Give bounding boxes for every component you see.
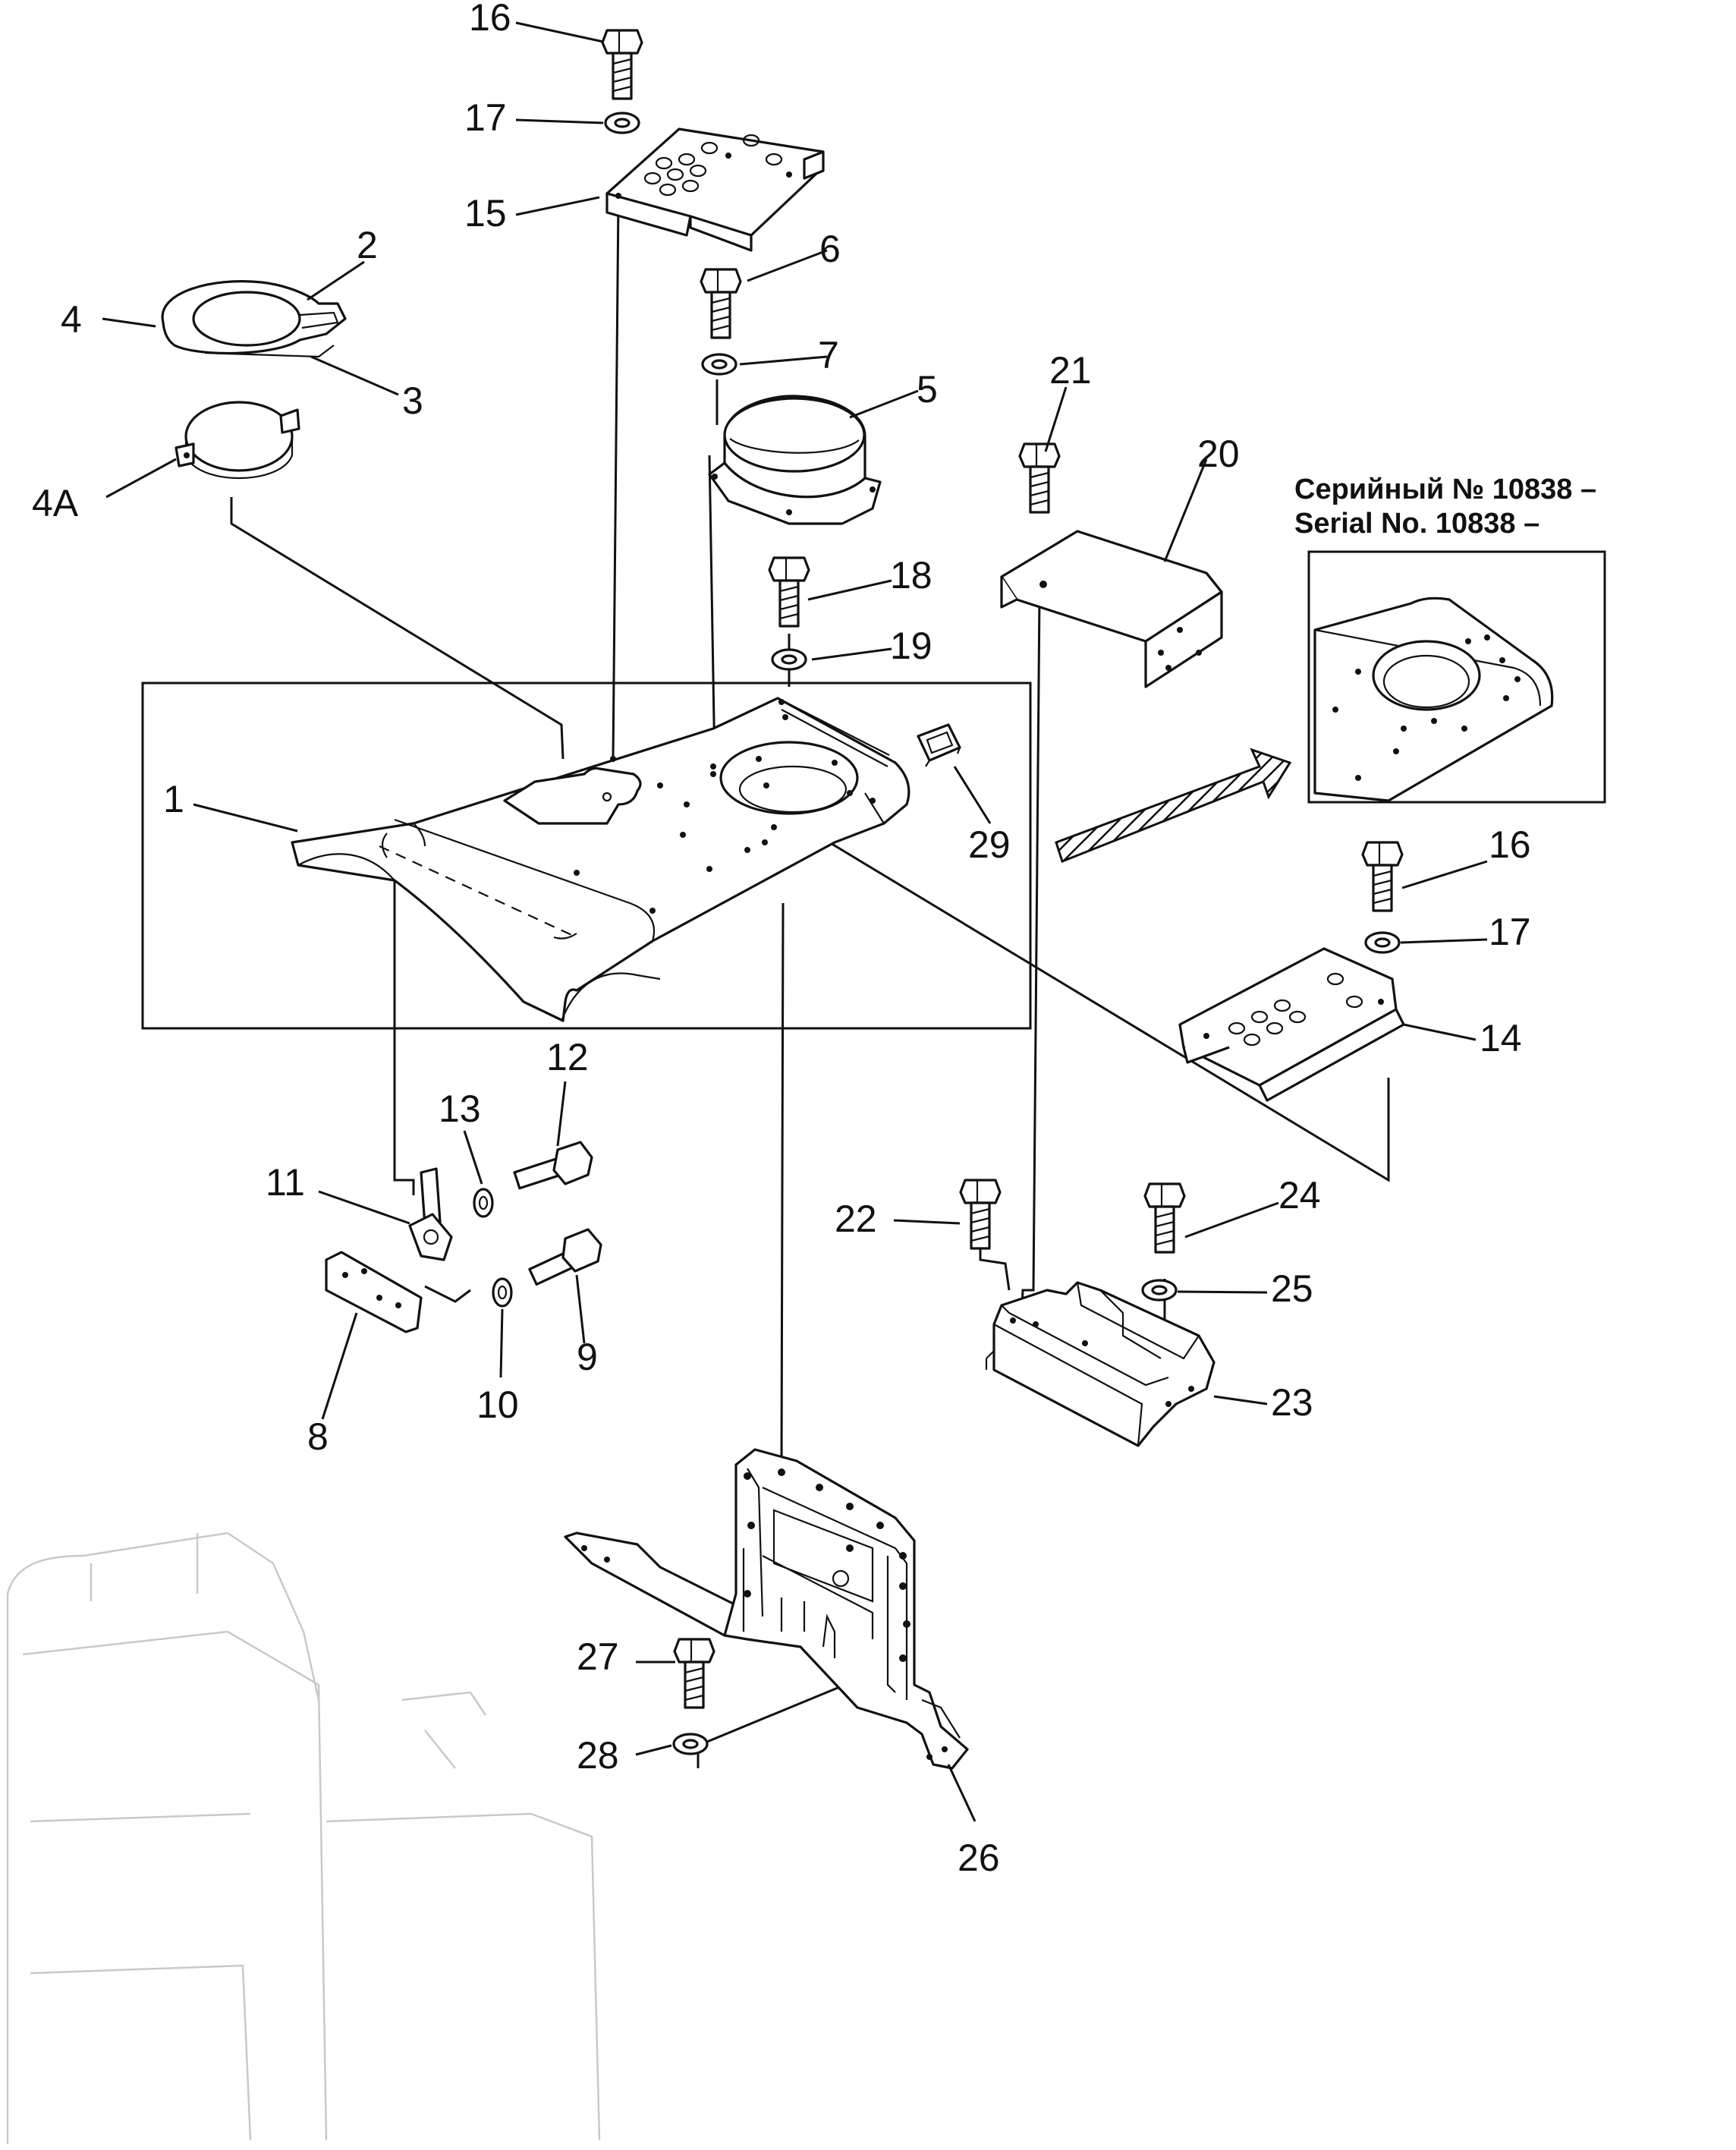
callout-21: 21: [1049, 349, 1092, 392]
bolt-12: [513, 1141, 593, 1190]
plate-14: [1178, 947, 1405, 1102]
main-assembly-frame: [141, 682, 1032, 1030]
bracket-cover-20: [1000, 530, 1223, 688]
callout-10: 10: [476, 1383, 519, 1426]
callout-6: 6: [819, 228, 841, 270]
bolt-16-top: [601, 29, 643, 100]
callout-12: 12: [546, 1036, 589, 1078]
callout-25: 25: [1271, 1267, 1313, 1310]
washer-17-right: [1364, 931, 1401, 954]
callout-17-right: 17: [1489, 911, 1531, 953]
callouts: 16 17 15 6 7 5 21 20 18 19 29 2 4 3 4A 1…: [32, 0, 1531, 1879]
cab-background-outline: [6, 1531, 601, 2144]
callout-18: 18: [890, 554, 932, 597]
callout-5: 5: [917, 368, 938, 411]
serial-note-ru: Серийный № 10838 –: [1294, 474, 1596, 505]
floor-plate-1: [291, 697, 910, 1022]
catch-11: [408, 1167, 453, 1261]
support-frame-26: [564, 1448, 969, 1770]
callout-19: 19: [890, 625, 932, 667]
bolt-9: [528, 1228, 602, 1286]
serial-detail-frame: [1307, 550, 1606, 804]
bracket-23: [985, 1281, 1216, 1447]
callout-26: 26: [958, 1837, 1000, 1879]
detail-arrow: [1055, 748, 1292, 863]
boot-cover-5: [708, 395, 882, 525]
plug-29: [917, 723, 961, 767]
band-clamp-4a: [175, 401, 300, 480]
callout-9: 9: [577, 1336, 598, 1378]
bolt-18: [768, 556, 810, 628]
callout-11: 11: [266, 1161, 305, 1204]
bolt-21: [1018, 442, 1061, 514]
callout-15: 15: [464, 192, 507, 235]
bolt-27: [673, 1638, 715, 1709]
washer-17-top: [604, 112, 640, 134]
serial-detail-cover: [1313, 597, 1554, 802]
callout-2: 2: [357, 224, 378, 266]
bolt-24: [1143, 1182, 1186, 1254]
plate-8: [325, 1251, 423, 1333]
callout-22: 22: [835, 1198, 877, 1240]
callout-16-top: 16: [469, 0, 511, 39]
callout-16-right: 16: [1489, 823, 1531, 866]
bolt-16-right: [1361, 841, 1404, 912]
washer-28: [672, 1733, 709, 1755]
callout-27: 27: [577, 1635, 619, 1678]
callout-20: 20: [1197, 433, 1240, 475]
callout-24: 24: [1278, 1174, 1321, 1217]
washer-19: [771, 648, 807, 671]
lock-washer-13: [473, 1188, 494, 1218]
callout-8: 8: [307, 1415, 329, 1458]
clamp-2-3-4: [161, 280, 347, 358]
callout-29: 29: [968, 823, 1011, 866]
callout-4: 4: [61, 298, 82, 341]
callout-13: 13: [439, 1088, 481, 1130]
plate-15: [605, 127, 825, 252]
callout-7: 7: [818, 334, 839, 376]
callout-3: 3: [402, 379, 423, 422]
serial-note-en: Serial No. 10838 –: [1294, 508, 1539, 540]
callout-leaders: [102, 21, 1488, 1822]
callout-17-top: 17: [464, 96, 507, 139]
bolt-6: [700, 268, 742, 339]
callout-23: 23: [1271, 1381, 1313, 1424]
callout-14: 14: [1480, 1017, 1522, 1059]
washer-25: [1141, 1279, 1178, 1302]
washer-7: [701, 353, 737, 376]
lock-washer-10: [492, 1277, 513, 1308]
callout-1: 1: [163, 778, 184, 820]
callout-4a: 4A: [32, 482, 79, 524]
callout-28: 28: [577, 1734, 619, 1777]
bolt-22: [959, 1179, 1002, 1250]
